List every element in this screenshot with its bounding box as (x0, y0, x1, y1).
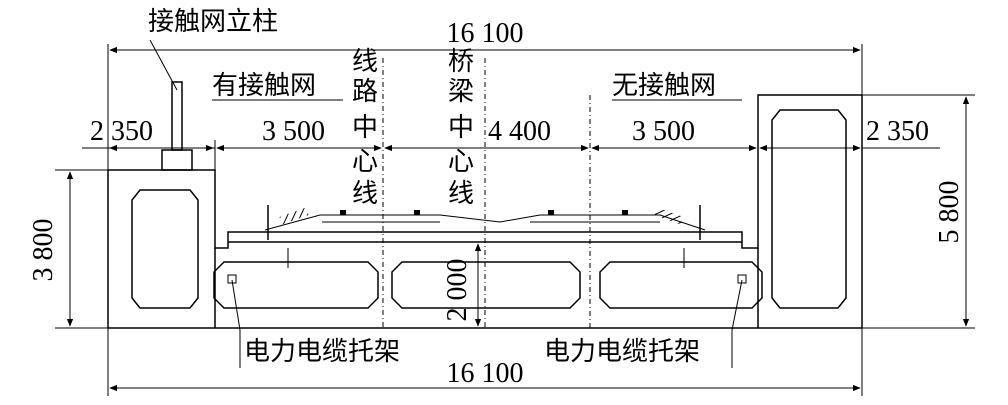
left-hollow-cell (131, 189, 199, 309)
left-bracket-leader (231, 279, 241, 368)
rail-4 (622, 210, 628, 215)
dim-left-track-text: 3 500 (262, 116, 325, 147)
right-hollow-cell (771, 109, 847, 309)
right-bracket-leader (731, 279, 743, 368)
rail-3 (548, 210, 554, 215)
lower-cell-middle (391, 261, 581, 309)
mast-base (161, 149, 193, 171)
catenary-mast-label: 接触网立柱 (148, 7, 278, 37)
lower-cell-left (213, 261, 379, 309)
bridge-structure (107, 81, 863, 329)
svg-text:中: 中 (352, 113, 378, 143)
section-outline (108, 94, 862, 249)
dim-right-height-text: 5 800 (934, 181, 965, 244)
catenary-mast (171, 81, 183, 151)
line-center-label: 线 路 中 心 线 (352, 47, 378, 209)
dim-left-height-text: 3 800 (28, 219, 59, 282)
cable-bracket-left-label: 电力电缆托架 (244, 337, 400, 367)
dim-total-top-text: 16 100 (447, 18, 524, 49)
mast-leader (149, 39, 178, 91)
dim-right-edge-text: 2 350 (866, 116, 929, 147)
svg-text:线: 线 (352, 47, 378, 77)
dim-center-text: 4 400 (488, 116, 551, 147)
svg-text:中: 中 (448, 113, 474, 143)
bridge-center-label: 桥 梁 中 心 线 (448, 47, 474, 209)
dim-left-edge-text: 2 350 (90, 116, 153, 147)
cable-bracket-right-label: 电力电缆托架 (544, 337, 700, 367)
svg-text:路: 路 (352, 77, 378, 107)
dim-right-track-text: 3 500 (632, 116, 695, 147)
rail-2 (414, 210, 420, 215)
lower-cell-right (599, 261, 763, 309)
left-trough-hatch (279, 207, 309, 225)
right-trough-hatch (654, 207, 684, 225)
svg-text:心: 心 (448, 147, 474, 177)
svg-text:梁: 梁 (448, 77, 474, 107)
svg-text:桥: 桥 (448, 47, 474, 77)
svg-text:线: 线 (352, 179, 378, 209)
with-catenary-label: 有接触网 (212, 71, 316, 101)
dim-inner-height-text: 2 000 (442, 259, 473, 322)
svg-text:心: 心 (352, 147, 378, 177)
without-catenary-label: 无接触网 (612, 71, 716, 101)
right-cable-bracket (737, 274, 747, 284)
dim-total-bottom-text: 16 100 (447, 358, 524, 389)
rail-1 (340, 210, 346, 215)
svg-text:线: 线 (448, 179, 474, 209)
